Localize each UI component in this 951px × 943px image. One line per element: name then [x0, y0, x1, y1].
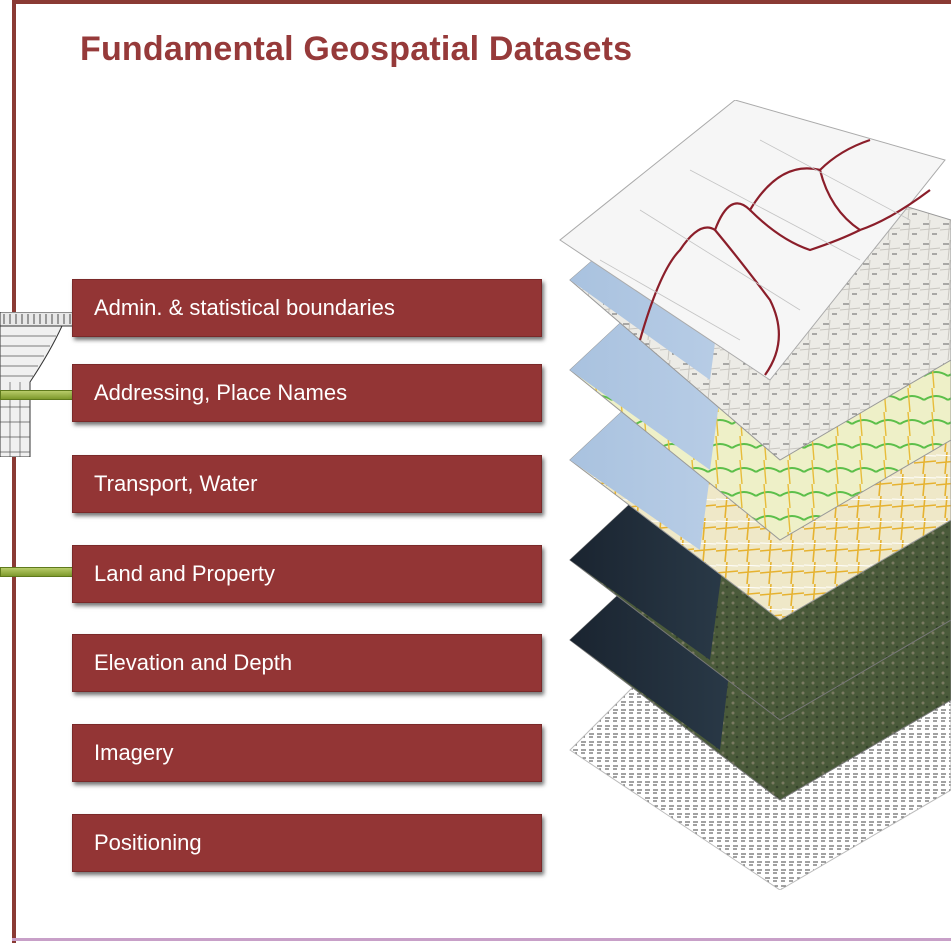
dataset-bar-addressing: Addressing, Place Names: [72, 364, 542, 422]
frame-bottom-border: [12, 938, 951, 941]
dataset-label: Admin. & statistical boundaries: [94, 295, 395, 320]
map-layers-illustration: [559, 100, 951, 890]
connector-land-property: [0, 567, 75, 577]
dataset-label: Imagery: [94, 740, 174, 765]
connector-addressing: [0, 390, 75, 400]
frame-top-border: [12, 0, 951, 4]
dataset-label: Addressing, Place Names: [94, 380, 348, 405]
dataset-label: Transport, Water: [94, 471, 258, 496]
dataset-label: Positioning: [94, 830, 202, 855]
dataset-bar-elevation-depth: Elevation and Depth: [72, 634, 542, 692]
dataset-bar-admin-boundaries: Admin. & statistical boundaries: [72, 279, 542, 337]
dataset-bar-positioning: Positioning: [72, 814, 542, 872]
frame-left-border: [12, 0, 16, 943]
slide-title: Fundamental Geospatial Datasets: [80, 30, 633, 68]
dataset-bar-transport-water: Transport, Water: [72, 455, 542, 513]
dataset-label: Land and Property: [94, 561, 276, 586]
dataset-label: Elevation and Depth: [94, 650, 293, 675]
dataset-bar-land-property: Land and Property: [72, 545, 542, 603]
dataset-bar-imagery: Imagery: [72, 724, 542, 782]
